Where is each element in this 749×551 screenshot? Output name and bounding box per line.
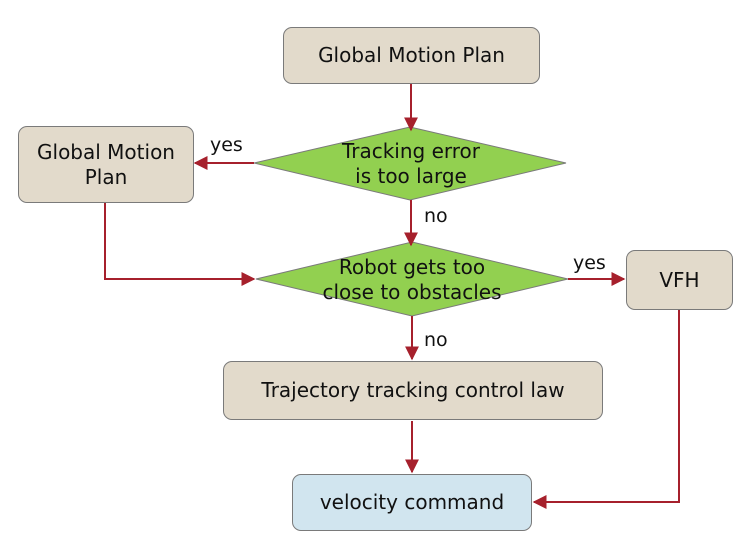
decision-obstacles-text: Robot gets too close to obstacles <box>290 254 534 306</box>
global-motion-plan-top-label: Global Motion Plan <box>318 43 505 67</box>
velocity-command-label: velocity command <box>319 490 505 514</box>
edge-label-tracking-yes: yes <box>210 134 243 156</box>
vfh-box: VFH <box>626 250 733 310</box>
trajectory-control-box: Trajectory tracking control law <box>223 361 603 420</box>
global-motion-plan-left-box: Global Motion Plan <box>18 126 194 203</box>
arrow-left-plan-to-obstacles <box>104 203 256 286</box>
vfh-label: VFH <box>659 267 700 292</box>
arrow-vfh-to-velocity <box>532 310 680 509</box>
edge-label-obstacles-yes: yes <box>573 252 606 274</box>
global-motion-plan-top-box: Global Motion Plan <box>283 27 540 84</box>
decision-obstacles-label: Robot gets too close to obstacles <box>322 255 502 304</box>
edge-label-tracking-no: no <box>424 205 448 227</box>
decision-tracking-text: Tracking error is too large <box>290 138 532 190</box>
decision-tracking-label: Tracking error is too large <box>341 139 481 188</box>
global-motion-plan-left-label: Global Motion Plan <box>37 139 175 189</box>
trajectory-control-label: Trajectory tracking control law <box>261 378 565 402</box>
edge-label-obstacles-no: no <box>424 329 448 351</box>
velocity-command-box: velocity command <box>292 474 532 531</box>
